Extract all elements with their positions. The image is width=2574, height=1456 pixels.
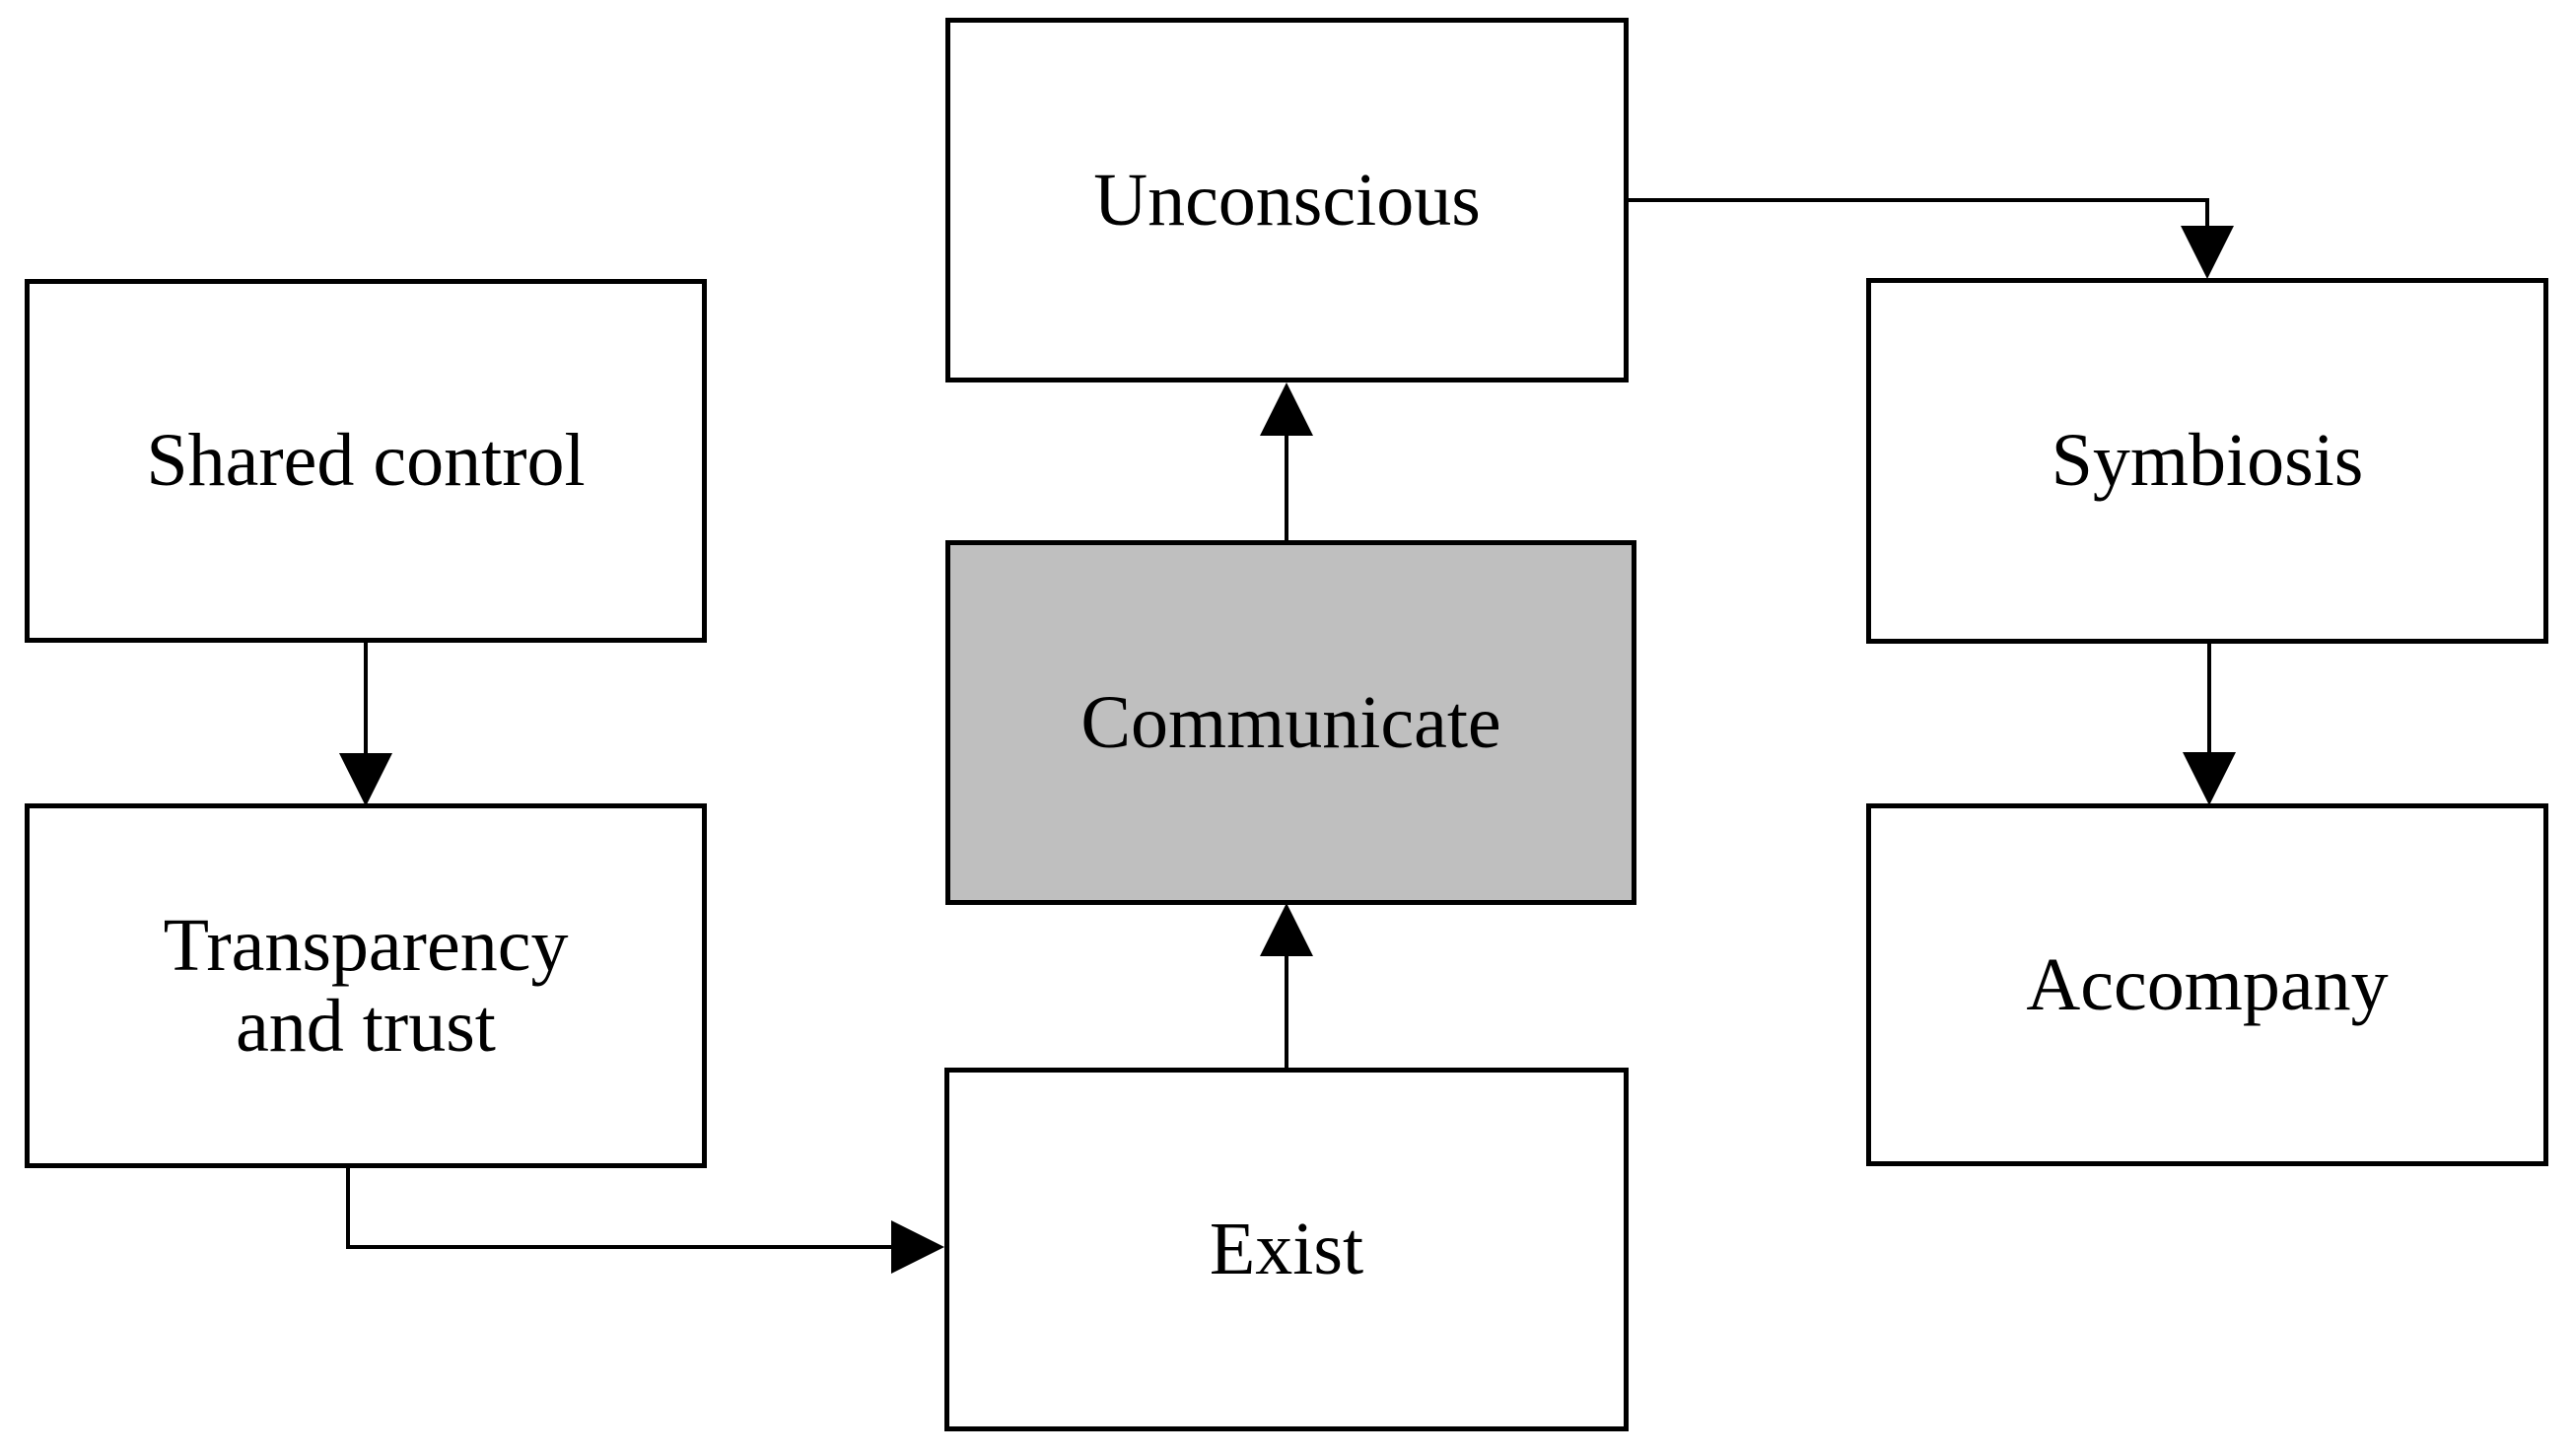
node-shared-control[interactable]: Shared control	[25, 279, 707, 643]
edge-shared-control-to-transparency	[339, 643, 392, 806]
node-shared-control-label: Shared control	[146, 419, 586, 503]
node-communicate-label: Communicate	[1080, 680, 1501, 764]
node-transparency-and-trust[interactable]: Transparency and trust	[25, 803, 707, 1168]
edge-communicate-to-unconscious	[1260, 382, 1313, 540]
node-symbiosis-label: Symbiosis	[2051, 419, 2364, 503]
edge-exist-to-communicate	[1260, 903, 1313, 1068]
node-transparency-and-trust-label: Transparency and trust	[163, 903, 569, 1068]
node-accompany[interactable]: Accompany	[1866, 803, 2548, 1166]
node-symbiosis[interactable]: Symbiosis	[1866, 278, 2548, 644]
edge-symbiosis-to-accompany	[2183, 644, 2236, 805]
edge-transparency-to-exist	[346, 1168, 944, 1274]
node-communicate[interactable]: Communicate	[945, 540, 1636, 905]
node-exist[interactable]: Exist	[944, 1068, 1629, 1431]
node-unconscious[interactable]: Unconscious	[945, 18, 1629, 382]
node-accompany-label: Accompany	[2026, 942, 2389, 1026]
node-exist-label: Exist	[1209, 1208, 1364, 1291]
edge-unconscious-to-symbiosis	[1629, 198, 2234, 279]
node-unconscious-label: Unconscious	[1093, 158, 1481, 242]
